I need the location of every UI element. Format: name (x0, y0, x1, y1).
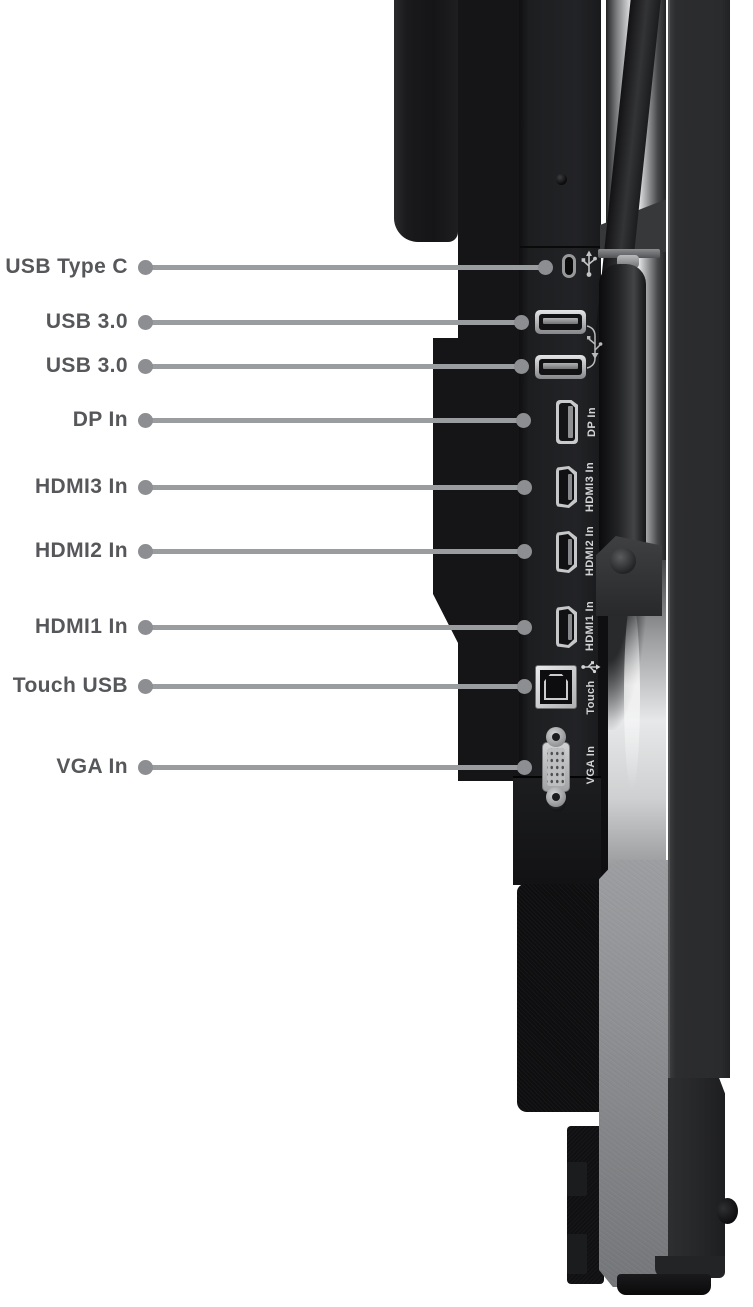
gasket-notch (567, 1162, 587, 1196)
hdmi-cavity (559, 534, 574, 570)
usb-trident-icon (581, 250, 597, 277)
screw-hole (556, 174, 567, 185)
displayport-in-port (556, 400, 578, 444)
leader-line (145, 364, 521, 369)
hdmi-cavity (559, 469, 574, 505)
hdmi2-in-port (556, 531, 577, 573)
vga-screw-post-top (546, 727, 566, 747)
leader-dot (517, 679, 532, 694)
leader-dot (138, 679, 153, 694)
leader-line (145, 765, 524, 770)
leader-dot (538, 260, 553, 275)
stand-foot (617, 1274, 711, 1295)
handle-bottom-bracket (596, 536, 662, 616)
usb-3-port-bottom (535, 355, 586, 379)
hdmi-tongue (567, 538, 572, 566)
leader-line (145, 320, 521, 325)
leader-dot (138, 544, 153, 559)
handle-knob (610, 548, 636, 574)
callout-label-hdmi3-in: HDMI3 In (34, 475, 128, 498)
callout-label-vga-in: VGA In (56, 755, 128, 778)
vga-screw-hole (552, 793, 560, 801)
leader-line (145, 485, 524, 490)
callout-label-usb3-bottom: USB 3.0 (45, 354, 128, 377)
leader-line (145, 684, 524, 689)
foam-gasket-column (517, 884, 603, 1112)
leader-line (145, 265, 545, 270)
leader-dot (517, 544, 532, 559)
stand-column-texture (599, 860, 668, 1287)
touch-usb-engraved-label: Touch (581, 653, 601, 719)
leader-dot (138, 620, 153, 635)
handle-arm-highlight (624, 600, 640, 790)
hdmi-cavity (559, 609, 574, 645)
usb-3-port-tongue (543, 363, 578, 369)
leader-dot (138, 260, 153, 275)
leader-line (145, 418, 523, 423)
touch-usb-port (535, 665, 577, 709)
usb-3-port-tongue (543, 318, 578, 324)
callout-label-usb-type-c: USB Type C (5, 255, 128, 278)
callout-label-touch-usb: Touch USB (12, 674, 128, 697)
leader-dot (514, 359, 529, 374)
callout-label-hdmi2-in: HDMI2 In (34, 539, 128, 562)
leader-dot (138, 315, 153, 330)
hdmi1-in-port (556, 606, 577, 648)
leader-dot (517, 620, 532, 635)
leader-line (145, 625, 524, 630)
vga-pin-grid (547, 748, 565, 786)
rear-lower-flange (655, 1256, 725, 1278)
usb-double-trident-icon (586, 325, 603, 369)
handle-shelf (598, 249, 660, 258)
vga-in-port (542, 742, 570, 792)
hdmi1-in-engraved-label: HDMI1 In (584, 600, 596, 652)
callout-label-usb3-top: USB 3.0 (45, 310, 128, 333)
rear-cover-panel (668, 0, 730, 1078)
vga-in-engraved-label: VGA In (585, 745, 597, 785)
handle-grip-bar (599, 264, 646, 564)
displayport-tongue (568, 405, 574, 439)
usb-type-c-port (562, 254, 576, 278)
hdmi3-in-engraved-label: HDMI3 In (584, 461, 596, 513)
leader-dot (517, 480, 532, 495)
stand-column (599, 860, 668, 1287)
gasket-notch (567, 1234, 587, 1274)
hdmi-tongue (567, 613, 572, 641)
callout-label-dp-in: DP In (72, 408, 128, 431)
callout-label-hdmi1-in: HDMI1 In (34, 615, 128, 638)
usb-trident-icon (581, 661, 601, 674)
usb-b-lining (544, 674, 568, 700)
leader-line (145, 549, 524, 554)
vga-screw-post-bottom (546, 787, 566, 807)
hdmi3-in-port (556, 466, 577, 508)
leader-dot (517, 760, 532, 775)
hdmi2-in-engraved-label: HDMI2 In (584, 525, 596, 577)
thumb-screw-bump (717, 1198, 738, 1224)
leader-dot (516, 413, 531, 428)
leader-dot (514, 315, 529, 330)
leader-dot (138, 359, 153, 374)
vga-screw-hole (552, 733, 560, 741)
screen-bezel-edge (394, 0, 458, 242)
leader-dot (138, 413, 153, 428)
panel-seam (520, 246, 601, 248)
usb-3-port-top (535, 310, 586, 334)
hdmi-tongue (567, 473, 572, 501)
rear-lower-module (666, 1078, 725, 1272)
leader-dot (138, 480, 153, 495)
leader-dot (138, 760, 153, 775)
touch-label-text: Touch (585, 680, 597, 715)
dp-in-engraved-label: DP In (586, 407, 598, 437)
